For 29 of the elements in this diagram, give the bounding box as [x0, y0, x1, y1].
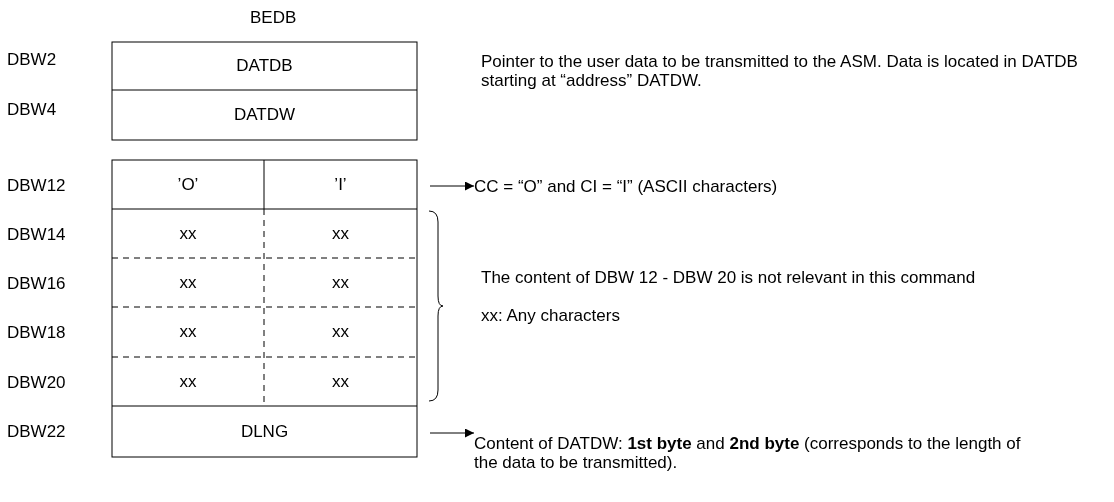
field-name: ’O’	[177, 174, 199, 195]
field-name: xx	[332, 322, 349, 342]
field-name: xx	[179, 272, 197, 293]
field-name: ’I’	[334, 174, 347, 195]
field-name: xx	[332, 272, 349, 293]
description-text: xx: Any characters	[481, 306, 621, 325]
address-label: DBW22	[7, 422, 66, 441]
note-text: Content of DATDW: 1st byte and 2nd byte (corresponds to the length of the data to be transmitted).	[474, 434, 1022, 472]
field-name: DATDB	[236, 56, 293, 76]
title-label: BEDB	[250, 8, 297, 27]
arrow	[429, 428, 475, 438]
address-label: DBW4	[7, 100, 57, 119]
field-name: xx	[179, 371, 197, 392]
field-name: xx	[332, 223, 349, 244]
field-name: xx	[179, 223, 197, 244]
field-name: xx	[179, 322, 197, 342]
description-text: Pointer to the user data to be transmitted to the ASM. Data is located in DATDB starting at “address” DATDW.	[481, 52, 1079, 90]
address-label: DBW18	[7, 323, 66, 342]
address-label: DBW16	[7, 274, 66, 293]
address-label: DBW12	[7, 176, 66, 195]
address-label: DBW20	[7, 373, 66, 392]
note-text: CC = “O” and CI = “I” (ASCII characters)	[474, 176, 778, 196]
arrow	[429, 181, 475, 191]
field-name: DLNG	[240, 421, 289, 442]
field-name: xx	[332, 371, 349, 392]
field-name: DATDW	[233, 105, 296, 125]
address-label: DBW2	[7, 50, 57, 69]
description-text: The content of DBW 12 - DBW 20 is not relevant in this command	[481, 268, 977, 287]
address-label: DBW14	[7, 225, 66, 244]
